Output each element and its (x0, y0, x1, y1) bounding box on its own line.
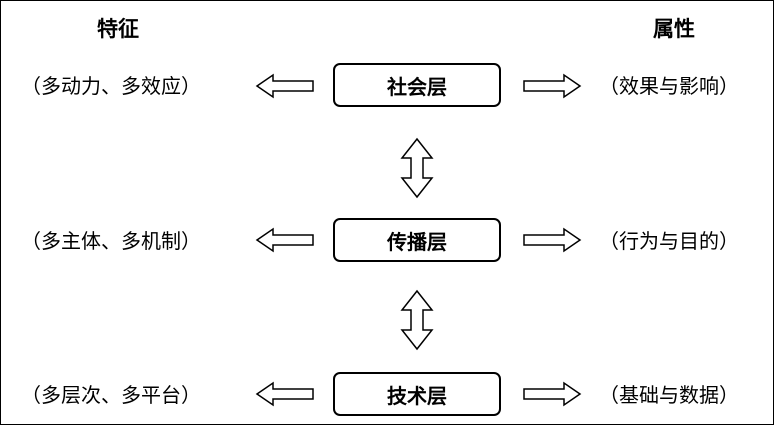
technology-layer-attribute: （基础与数据） (599, 383, 739, 407)
double-arrow-icon (400, 137, 434, 199)
social-layer-attribute: （效果与影响） (599, 74, 739, 98)
social-layer-feature: （多动力、多效应） (21, 74, 201, 98)
attributes-header: 属性 (653, 17, 695, 41)
technology-layer-feature: （多层次、多平台） (21, 383, 201, 407)
technology-layer-box: 技术层 (333, 372, 501, 416)
communication-layer-attribute: （行为与目的） (599, 229, 739, 253)
right-arrow-icon (523, 381, 582, 407)
communication-layer-feature: （多主体、多机制） (21, 229, 201, 253)
features-header: 特征 (97, 17, 139, 41)
left-arrow-icon (255, 73, 314, 99)
right-arrow-icon (523, 227, 582, 253)
social-layer-box: 社会层 (333, 63, 501, 107)
left-arrow-icon (255, 227, 314, 253)
right-arrow-icon (523, 73, 582, 99)
left-arrow-icon (255, 381, 314, 407)
communication-layer-box: 传播层 (333, 218, 501, 262)
double-arrow-icon (400, 289, 434, 351)
